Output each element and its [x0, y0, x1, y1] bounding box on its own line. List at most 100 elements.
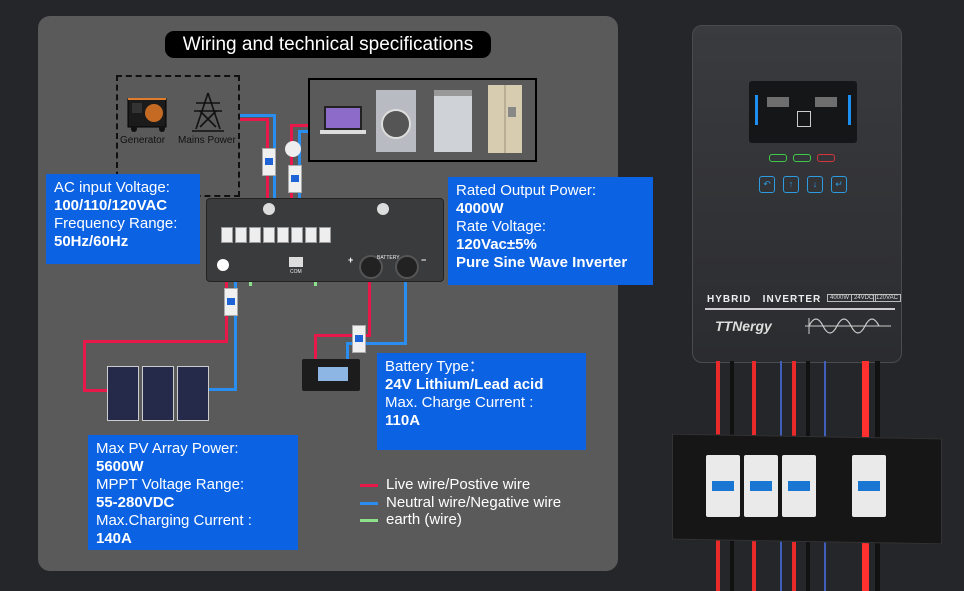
spec-tag-battery-voltage: 24VDC: [851, 294, 877, 302]
terminal: [221, 227, 233, 243]
spec-tag-output-voltage: 120VAC: [873, 294, 901, 302]
frequency-label: Frequency Range:: [54, 215, 178, 232]
laptop-icon: [320, 106, 366, 134]
pv-positive-wire: [83, 389, 107, 392]
terminal: [291, 227, 303, 243]
legend-label: Neutral wire/Negative wire: [386, 494, 562, 511]
brand-logo: TTNergy: [715, 318, 772, 334]
battery-terminal-positive: [359, 255, 383, 279]
ac-voltage-value: 100/110/120VAC: [54, 197, 168, 214]
battery-negative-wire: [346, 342, 407, 345]
power-switch-icon: [217, 259, 229, 271]
charge-current-label: Max. Charge Current :: [385, 394, 534, 411]
legend-swatch-earth: [360, 518, 378, 522]
battery-breaker: [352, 325, 366, 353]
live-wire-segment: [290, 124, 308, 127]
terminal: [249, 227, 261, 243]
legend-swatch-live: [360, 483, 378, 487]
ac-voltage-label: AC input Voltage:: [54, 179, 170, 196]
page-title: Wiring and technical specifications: [165, 31, 491, 58]
battery-icon: [302, 359, 360, 391]
pv-power-value: 5600W: [96, 458, 144, 475]
inverter-unit-diagram: COM BATTERY + −: [206, 198, 444, 282]
legend-swatch-neutral: [360, 501, 378, 505]
circuit-breaker[interactable]: [852, 455, 886, 517]
junction-box: [285, 141, 301, 157]
rj45-port: [289, 257, 303, 267]
enter-button[interactable]: ↵: [831, 176, 847, 193]
generator-label: Generator: [120, 135, 166, 146]
pv-negative-wire: [234, 280, 237, 390]
live-wire-segment: [240, 118, 268, 121]
legend-item-neutral: Neutral wire/Negative wire: [360, 494, 561, 512]
product-line-label: HYBRID INVERTER: [707, 294, 822, 305]
terminal: [263, 227, 275, 243]
esc-button[interactable]: ↶: [759, 176, 775, 193]
generator-icon: [127, 98, 167, 132]
terminal: [235, 227, 247, 243]
mppt-range-label: MPPT Voltage Range:: [96, 476, 245, 493]
status-led: [769, 154, 787, 162]
battery-spec-box: Battery Type： 24V Lithium/Lead acid Max.…: [377, 353, 586, 450]
pv-spec-box: Max PV Array Power: 5600W MPPT Voltage R…: [88, 435, 298, 550]
ac-input-breaker: [262, 148, 276, 176]
pv-breaker: [224, 288, 238, 316]
solar-panel: [142, 366, 174, 421]
divider-line: [705, 308, 895, 310]
pv-power-label: Max PV Array Power:: [96, 440, 239, 457]
pv-charging-current-label: Max.Charging Current :: [96, 512, 252, 529]
inverter-type-value: Pure Sine Wave Inverter: [456, 254, 628, 271]
mppt-range-value: 55-280VDC: [96, 494, 175, 511]
rated-power-label: Rated Output Power:: [456, 182, 597, 199]
solar-panel: [107, 366, 139, 421]
rated-power-value: 4000W: [456, 200, 504, 217]
output-spec-box: Rated Output Power: 4000W Rate Voltage: …: [448, 177, 653, 285]
loads-box: [308, 78, 537, 162]
battery-type-value: 24V Lithium/Lead acid: [385, 376, 544, 393]
solar-panel: [177, 366, 209, 421]
legend-label: earth (wire): [386, 511, 462, 528]
legend-label: Live wire/Postive wire: [386, 476, 531, 493]
rate-voltage-value: 120Vac±5%: [456, 236, 537, 253]
ac-input-spec-box: AC input Voltage: 100/110/120VAC Frequen…: [46, 174, 200, 264]
mains-power-label: Mains Power: [178, 135, 236, 146]
neutral-wire-segment: [240, 114, 274, 117]
rate-voltage-label: Rate Voltage:: [456, 218, 547, 235]
transmission-tower-icon: [192, 92, 224, 132]
battery-positive-wire: [314, 334, 317, 360]
battery-terminal-negative: [395, 255, 419, 279]
ac-output-breaker: [288, 165, 302, 193]
battery-port-label: BATTERY: [377, 255, 400, 261]
power-sources-box: Generator Mains Power: [116, 75, 240, 197]
mounting-hole: [377, 203, 389, 215]
washing-machine-top-icon: [434, 90, 472, 152]
battery-positive-wire: [314, 334, 371, 337]
com-label: COM: [290, 269, 302, 275]
pv-charging-current-value: 140A: [96, 530, 132, 547]
battery-negative-wire: [404, 275, 407, 343]
circuit-breaker[interactable]: [744, 455, 778, 517]
washing-machine-front-icon: [376, 90, 416, 152]
hybrid-inverter-device: ↶ ↑ ↓ ↵ HYBRID INVERTER 4000W 24VDC 120V…: [692, 25, 902, 363]
pv-positive-wire: [83, 340, 228, 343]
terminal: [277, 227, 289, 243]
circuit-breaker[interactable]: [706, 455, 740, 517]
sine-wave-icon: [805, 318, 891, 334]
battery-negative-wire: [346, 342, 349, 360]
battery-type-label: Battery Type：: [385, 358, 484, 375]
charge-current-value: 110A: [385, 412, 421, 429]
status-led: [793, 154, 811, 162]
battery-positive-wire: [368, 275, 371, 337]
circuit-breaker[interactable]: [782, 455, 816, 517]
minus-symbol: −: [421, 255, 427, 265]
frequency-value: 50Hz/60Hz: [54, 233, 129, 250]
down-button[interactable]: ↓: [807, 176, 823, 193]
refrigerator-icon: [488, 85, 522, 153]
legend-item-live: Live wire/Postive wire: [360, 476, 530, 494]
terminal: [319, 227, 331, 243]
plus-symbol: +: [348, 255, 354, 265]
spec-tag-power: 4000W: [827, 294, 853, 302]
pv-positive-wire: [83, 340, 86, 392]
mounting-hole: [263, 203, 275, 215]
up-button[interactable]: ↑: [783, 176, 799, 193]
